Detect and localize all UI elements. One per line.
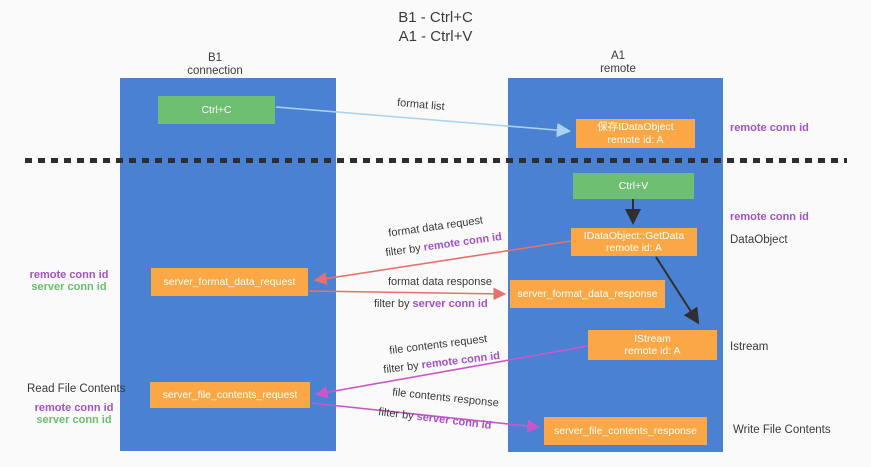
getdata-line2: remote id: A [605, 242, 663, 254]
diagram-title: B1 - Ctrl+C A1 - Ctrl+V [0, 8, 871, 46]
ctrl-c-label: Ctrl+C [201, 103, 232, 116]
file-response-filter-label: filter by server conn id [378, 406, 492, 432]
ctrl-v-box: Ctrl+V [573, 173, 694, 199]
server-conn-id-text: server conn id [412, 298, 488, 310]
format-response-filter-label: filter by server conn id [374, 298, 488, 310]
column-a1-subtitle: remote [600, 63, 636, 75]
server-conn-id-text: server conn id [415, 410, 493, 432]
save-dataobject-box: 保存IDataObject remote id: A [576, 119, 695, 148]
istream-line2: remote id: A [624, 345, 681, 357]
file-contents-response-label: file contents response [391, 386, 500, 410]
left-remote-conn-id-top: remote conn id [29, 269, 109, 281]
column-header-a1: A1 remote [563, 50, 673, 76]
dashed-divider [25, 158, 847, 163]
filter-by-text: filter by [382, 359, 423, 377]
dataobject-label: DataObject [730, 234, 788, 246]
title-line-2: A1 - Ctrl+V [398, 28, 473, 45]
ctrl-c-box: Ctrl+C [158, 96, 275, 124]
column-header-b1: B1 connection [160, 52, 270, 78]
istream-side-label: Istream [730, 341, 769, 353]
format-data-response-arrow [308, 287, 507, 301]
server-format-data-request-box: server_format_data_request [151, 268, 308, 296]
remote-conn-id-text: remote conn id [422, 230, 503, 254]
title-line-1: B1 - Ctrl+C [398, 9, 473, 26]
column-b1-name: B1 [207, 52, 223, 64]
server-file-contents-response-label: server_file_contents_response [553, 424, 697, 437]
server-file-contents-response-box: server_file_contents_response [544, 417, 707, 445]
left-server-conn-id-bottom: server conn id [36, 414, 112, 426]
server-file-contents-request-box: server_file_contents_request [150, 382, 310, 408]
save-dataobject-line2: remote id: A [607, 133, 664, 146]
right-remote-conn-id-top: remote conn id [730, 122, 809, 134]
left-server-conn-id-top: server conn id [31, 281, 107, 293]
remote-conn-id-text: remote conn id [420, 349, 501, 372]
server-format-data-response-box: server_format_data_response [510, 280, 665, 308]
server-format-data-request-label: server_format_data_request [163, 275, 296, 288]
istream-line1: IStream [634, 332, 671, 345]
istream-box: IStream remote id: A [588, 330, 717, 360]
write-file-contents-label: Write File Contents [733, 424, 831, 436]
left-conn-id-group-top: remote conn id server conn id [20, 269, 118, 293]
filter-by-text: filter by [377, 406, 418, 423]
left-conn-id-group-bottom: remote conn id server conn id [25, 402, 123, 426]
format-data-response-label: format data response [388, 276, 492, 288]
getdata-line1: IDataObject::GetData [583, 229, 685, 242]
column-a1-name: A1 [610, 50, 626, 62]
filter-by-text: filter by [374, 298, 413, 310]
right-remote-conn-id-mid: remote conn id [730, 211, 809, 223]
ctrl-v-label: Ctrl+V [618, 179, 649, 192]
column-b1-subtitle: connection [187, 65, 243, 77]
format-list-label: format list [396, 96, 446, 114]
read-file-contents-label: Read File Contents [27, 383, 126, 395]
left-remote-conn-id-bottom: remote conn id [34, 402, 114, 414]
server-format-data-response-label: server_format_data_response [517, 287, 658, 300]
getdata-box: IDataObject::GetData remote id: A [571, 228, 697, 256]
filter-by-text: filter by [384, 241, 425, 260]
save-dataobject-line1: 保存IDataObject [597, 121, 674, 133]
server-file-contents-request-label: server_file_contents_request [162, 388, 298, 401]
